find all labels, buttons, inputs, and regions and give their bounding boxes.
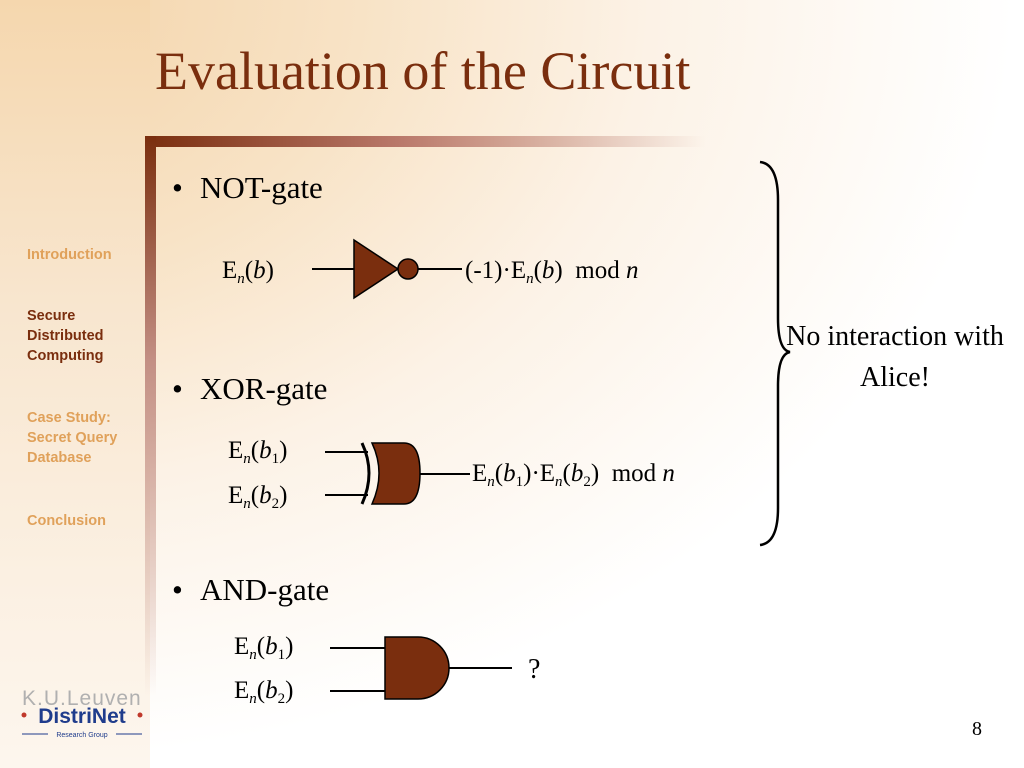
and-gate-output: ?: [528, 654, 541, 685]
not-gate-input: En(b): [222, 257, 274, 287]
xor-gate-output: En(b1)·En(b2) mod n: [472, 460, 675, 490]
bullet-label: NOT-gate: [200, 170, 323, 205]
bullet-and-gate: •AND-gate: [172, 572, 330, 607]
left-band: [0, 0, 150, 768]
bullet-not-gate: •NOT-gate: [172, 170, 323, 205]
distrinet-logo: DistriNet Research Group: [21, 705, 143, 739]
not-gate: [312, 238, 462, 300]
logo-subtitle: Research Group: [56, 732, 107, 739]
nav-item-introduction[interactable]: Introduction: [27, 247, 112, 263]
side-note: No interaction with Alice!: [786, 321, 1004, 393]
right-brace: [759, 160, 791, 547]
nav-item-conclusion[interactable]: Conclusion: [27, 513, 106, 529]
title-rule-horizontal: [145, 136, 705, 147]
and-gate: [330, 636, 512, 700]
not-gate-output: (-1)·En(b) mod n: [465, 257, 639, 287]
bullet-label: XOR-gate: [200, 371, 328, 406]
nav-item-case-study[interactable]: Case Study: Secret Query Database: [27, 410, 118, 466]
bullet-xor-gate: •XOR-gate: [172, 371, 328, 406]
logo-watermark: K.U.Leuven: [22, 687, 142, 710]
and-gate-input-2: En(b2): [234, 677, 294, 707]
xor-gate: [325, 442, 470, 505]
title-rule-vertical: [145, 136, 156, 696]
xor-gate-input-2: En(b2): [228, 482, 288, 512]
and-gate-input-1: En(b1): [234, 633, 294, 663]
nav-item-secure-distributed-computing[interactable]: Secure Distributed Computing: [27, 308, 104, 364]
bullet-label: AND-gate: [200, 572, 330, 607]
slide-title: Evaluation of the Circuit: [155, 41, 691, 101]
xor-gate-input-1: En(b1): [228, 437, 288, 467]
logo-name: DistriNet: [38, 705, 126, 728]
page-number: 8: [972, 718, 982, 740]
